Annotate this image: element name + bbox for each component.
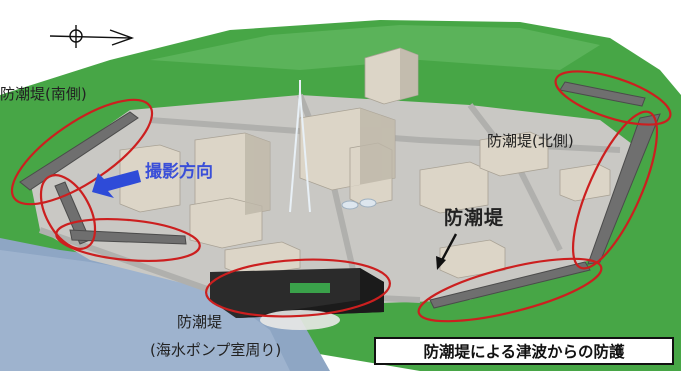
label-seawall: 防潮堤 <box>444 207 505 229</box>
exhaust-stack <box>289 80 311 213</box>
highlight-north-bottom <box>417 257 603 323</box>
direction-arrow-icon <box>92 170 141 198</box>
highlight-corner <box>39 174 97 250</box>
label-seawall-pump-detail: (海水ポンプ室周り) <box>150 341 282 359</box>
north-arrow-icon <box>49 25 135 48</box>
caption-text: 防潮堤による津波からの防護 <box>423 343 625 361</box>
label-seawall-pump-title: 防潮堤 <box>177 313 223 331</box>
label-shooting-direction: 撮影方向 <box>145 162 213 182</box>
terrain-far-hill <box>150 25 600 70</box>
seawalls <box>19 81 661 309</box>
tanks <box>341 198 377 210</box>
caption-box: 防潮堤による津波からの防護 <box>374 337 674 365</box>
pointer-arrow-icon <box>436 233 458 270</box>
highlight-north-side <box>571 110 659 270</box>
highlight-south-lower <box>55 218 201 262</box>
label-seawall-south: 防潮堤(南側) <box>0 85 87 103</box>
highlight-north-top <box>554 70 672 126</box>
seawall-highlights <box>10 70 672 323</box>
label-seawall-north: 防潮堤(北側) <box>487 132 574 150</box>
highlight-pump <box>205 258 391 318</box>
